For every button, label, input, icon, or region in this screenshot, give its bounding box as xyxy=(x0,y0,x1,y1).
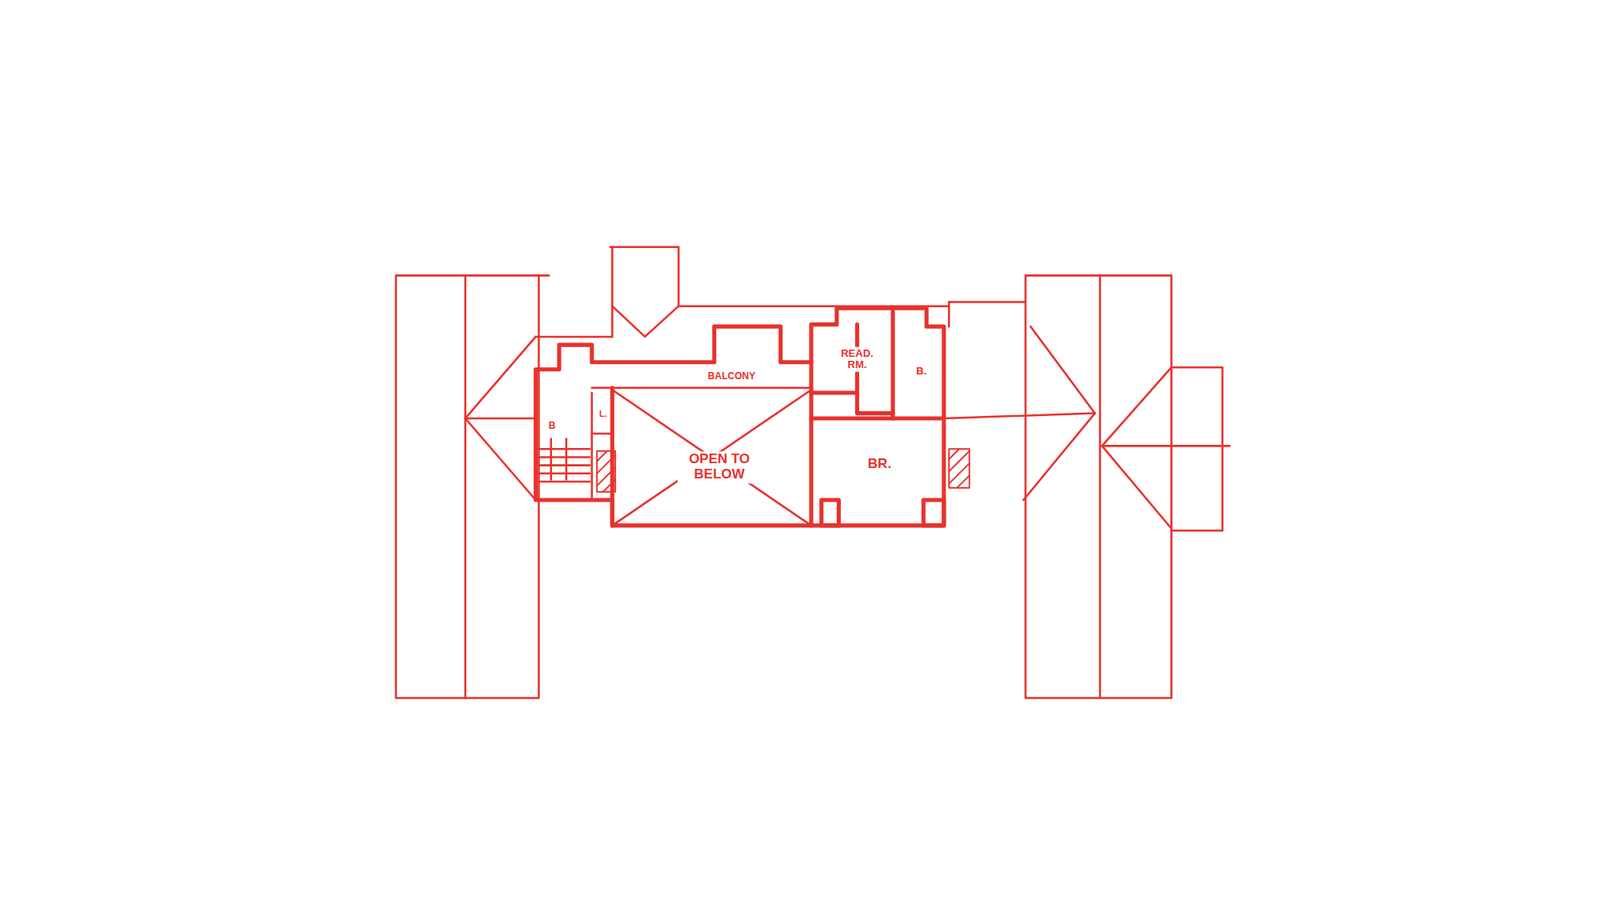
room-label: B. xyxy=(914,364,928,378)
closet-label: L. xyxy=(597,408,609,420)
room-label: BR. xyxy=(866,456,893,473)
void-label: OPEN TO BELOW xyxy=(677,451,761,483)
room-label: READ. RM. xyxy=(836,347,877,372)
stair-label: B xyxy=(547,420,558,433)
balcony-label: BALCONY xyxy=(706,370,757,383)
